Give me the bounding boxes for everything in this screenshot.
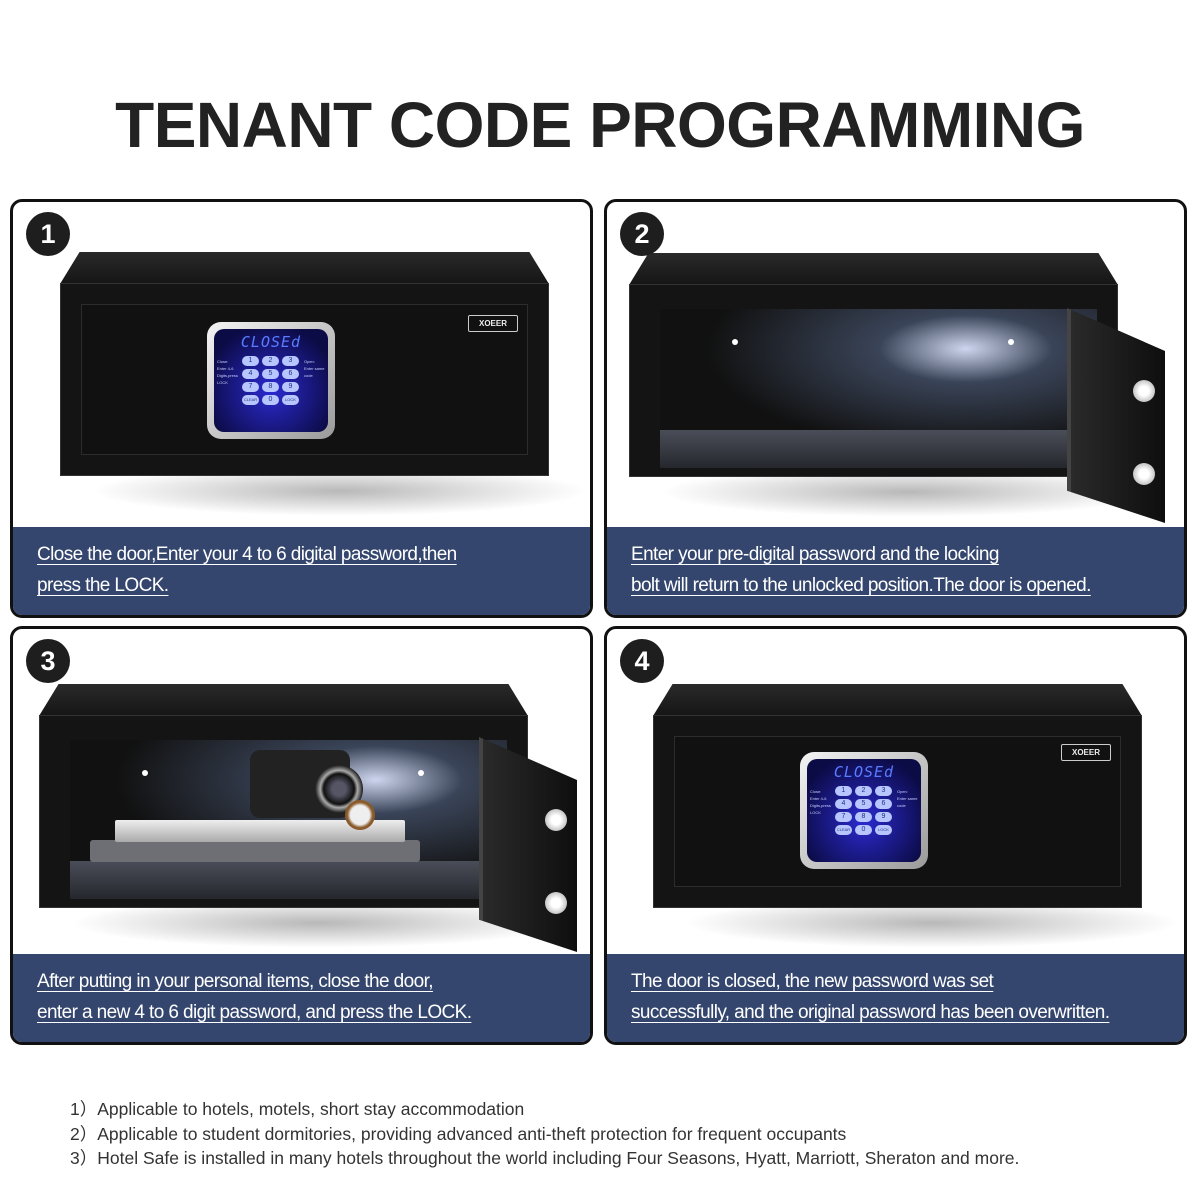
- step-number-badge: 4: [620, 639, 664, 683]
- step-number-badge: 3: [26, 639, 70, 683]
- key-3: 3: [875, 786, 892, 796]
- step-number-badge: 2: [620, 212, 664, 256]
- note-item: 2）Applicable to student dormitories, pro…: [70, 1123, 847, 1144]
- key-lock: LOCK: [282, 395, 299, 405]
- key-clear: CLEAR: [242, 395, 259, 405]
- key-1: 1: [835, 786, 852, 796]
- key-4: 4: [242, 369, 259, 379]
- brand-logo: XOEER: [468, 315, 518, 332]
- key-2: 2: [262, 356, 279, 366]
- step-caption: After putting in your personal items, cl…: [13, 954, 590, 1042]
- laptop: [90, 840, 420, 862]
- brand-logo: XOEER: [1061, 744, 1111, 761]
- key-3: 3: [282, 356, 299, 366]
- step-caption: Enter your pre-digital password and the …: [607, 527, 1184, 615]
- step-number-badge: 1: [26, 212, 70, 256]
- open-safe-image: [629, 253, 1158, 517]
- key-8: 8: [855, 812, 872, 822]
- step-card-3: 3 After putting in your personal items, …: [10, 626, 593, 1045]
- key-5: 5: [855, 799, 872, 809]
- step-caption: Close the door,Enter your 4 to 6 digital…: [13, 527, 590, 615]
- note-item: 1）Applicable to hotels, motels, short st…: [70, 1099, 525, 1119]
- key-9: 9: [875, 812, 892, 822]
- note-item: 3）Hotel Safe is installed in many hotels…: [70, 1148, 1020, 1168]
- wristwatch: [345, 800, 375, 830]
- step-caption: The door is closed, the new password was…: [607, 954, 1184, 1042]
- key-1: 1: [242, 356, 259, 366]
- page-title: TENANT CODE PROGRAMMING: [115, 89, 1085, 161]
- safe-door: [1067, 308, 1165, 523]
- key-0: 0: [855, 825, 872, 835]
- key-8: 8: [262, 382, 279, 392]
- key-6: 6: [875, 799, 892, 809]
- key-5: 5: [262, 369, 279, 379]
- key-7: 7: [242, 382, 259, 392]
- keypad-display: CLOSEd: [833, 763, 895, 781]
- key-0: 0: [262, 395, 279, 405]
- key-4: 4: [835, 799, 852, 809]
- key-clear: CLEAR: [835, 825, 852, 835]
- key-7: 7: [835, 812, 852, 822]
- key-9: 9: [282, 382, 299, 392]
- magazines: [115, 820, 405, 842]
- open-safe-with-items-image: [39, 684, 568, 948]
- key-lock: LOCK: [875, 825, 892, 835]
- notes-list: 1）Applicable to hotels, motels, short st…: [70, 1097, 1019, 1171]
- safe-door: [479, 737, 577, 952]
- key-6: 6: [282, 369, 299, 379]
- step-card-2: 2 Enter your pre-digital password and th…: [604, 199, 1187, 618]
- key-2: 2: [855, 786, 872, 796]
- keypad-display: CLOSEd: [240, 333, 302, 351]
